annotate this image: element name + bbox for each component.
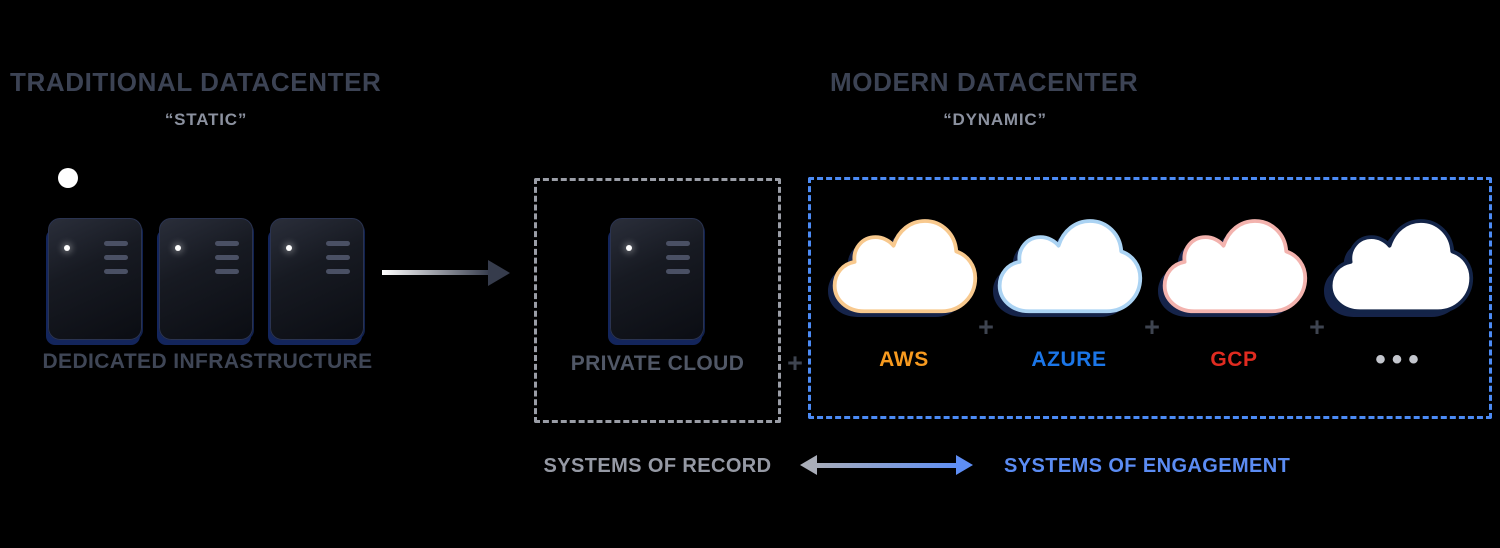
provider-label-gcp: GCP bbox=[1210, 348, 1258, 371]
dedicated-servers-row bbox=[48, 218, 364, 340]
server-led bbox=[175, 245, 181, 251]
arrow-shaft bbox=[813, 463, 960, 468]
modern-datacenter-title: MODERN DATACENTER bbox=[830, 67, 1139, 97]
provider-label-azure: AZURE bbox=[1031, 348, 1107, 371]
private-cloud-caption: PRIVATE CLOUD bbox=[570, 352, 745, 375]
arrow-shaft bbox=[382, 270, 490, 275]
decorative-dot bbox=[58, 168, 78, 188]
cloud-icon bbox=[1158, 219, 1308, 317]
server-led bbox=[64, 245, 70, 251]
provider-azure: AZURE bbox=[993, 216, 1145, 371]
arrow-head bbox=[488, 260, 510, 286]
public-clouds-box: AWS + AZURE + GCP + ••• bbox=[808, 177, 1492, 419]
server-icon bbox=[159, 218, 253, 340]
provider-aws: AWS bbox=[828, 216, 980, 371]
systems-of-record-label: SYSTEMS OF RECORD bbox=[543, 455, 772, 477]
provider-gcp: GCP bbox=[1158, 216, 1310, 371]
server-vents-icon bbox=[326, 241, 350, 274]
server-vents-icon bbox=[104, 241, 128, 274]
plus-separator: + bbox=[1144, 312, 1160, 342]
traditional-datacenter-title: TRADITIONAL DATACENTER bbox=[10, 67, 382, 97]
server-vents-icon bbox=[666, 241, 690, 274]
transition-arrow-icon bbox=[382, 260, 510, 286]
cloud-icon bbox=[828, 219, 978, 317]
plus-separator: + bbox=[1309, 312, 1325, 342]
cloud-icon bbox=[993, 219, 1143, 317]
provider-label-aws: AWS bbox=[879, 348, 929, 371]
bidirectional-arrow-icon bbox=[800, 455, 973, 476]
plus-separator: + bbox=[978, 312, 994, 342]
dedicated-infrastructure-caption: DEDICATED INFRASTRUCTURE bbox=[42, 350, 373, 373]
plus-separator: + bbox=[787, 348, 803, 378]
static-subtitle: “STATIC” bbox=[164, 110, 248, 129]
provider-others: ••• bbox=[1324, 216, 1476, 375]
server-icon bbox=[610, 218, 704, 340]
dynamic-subtitle: “DYNAMIC” bbox=[943, 110, 1047, 129]
arrow-head-left bbox=[800, 455, 817, 475]
server-led bbox=[626, 245, 632, 251]
server-icon bbox=[270, 218, 364, 340]
systems-of-engagement-label: SYSTEMS OF ENGAGEMENT bbox=[1004, 455, 1291, 477]
server-icon bbox=[48, 218, 142, 340]
arrow-head-right bbox=[956, 455, 973, 475]
cloud-icon bbox=[1324, 219, 1474, 317]
provider-label-ellipsis: ••• bbox=[1375, 343, 1425, 376]
private-cloud-box: PRIVATE CLOUD bbox=[534, 178, 781, 423]
server-led bbox=[286, 245, 292, 251]
server-vents-icon bbox=[215, 241, 239, 274]
